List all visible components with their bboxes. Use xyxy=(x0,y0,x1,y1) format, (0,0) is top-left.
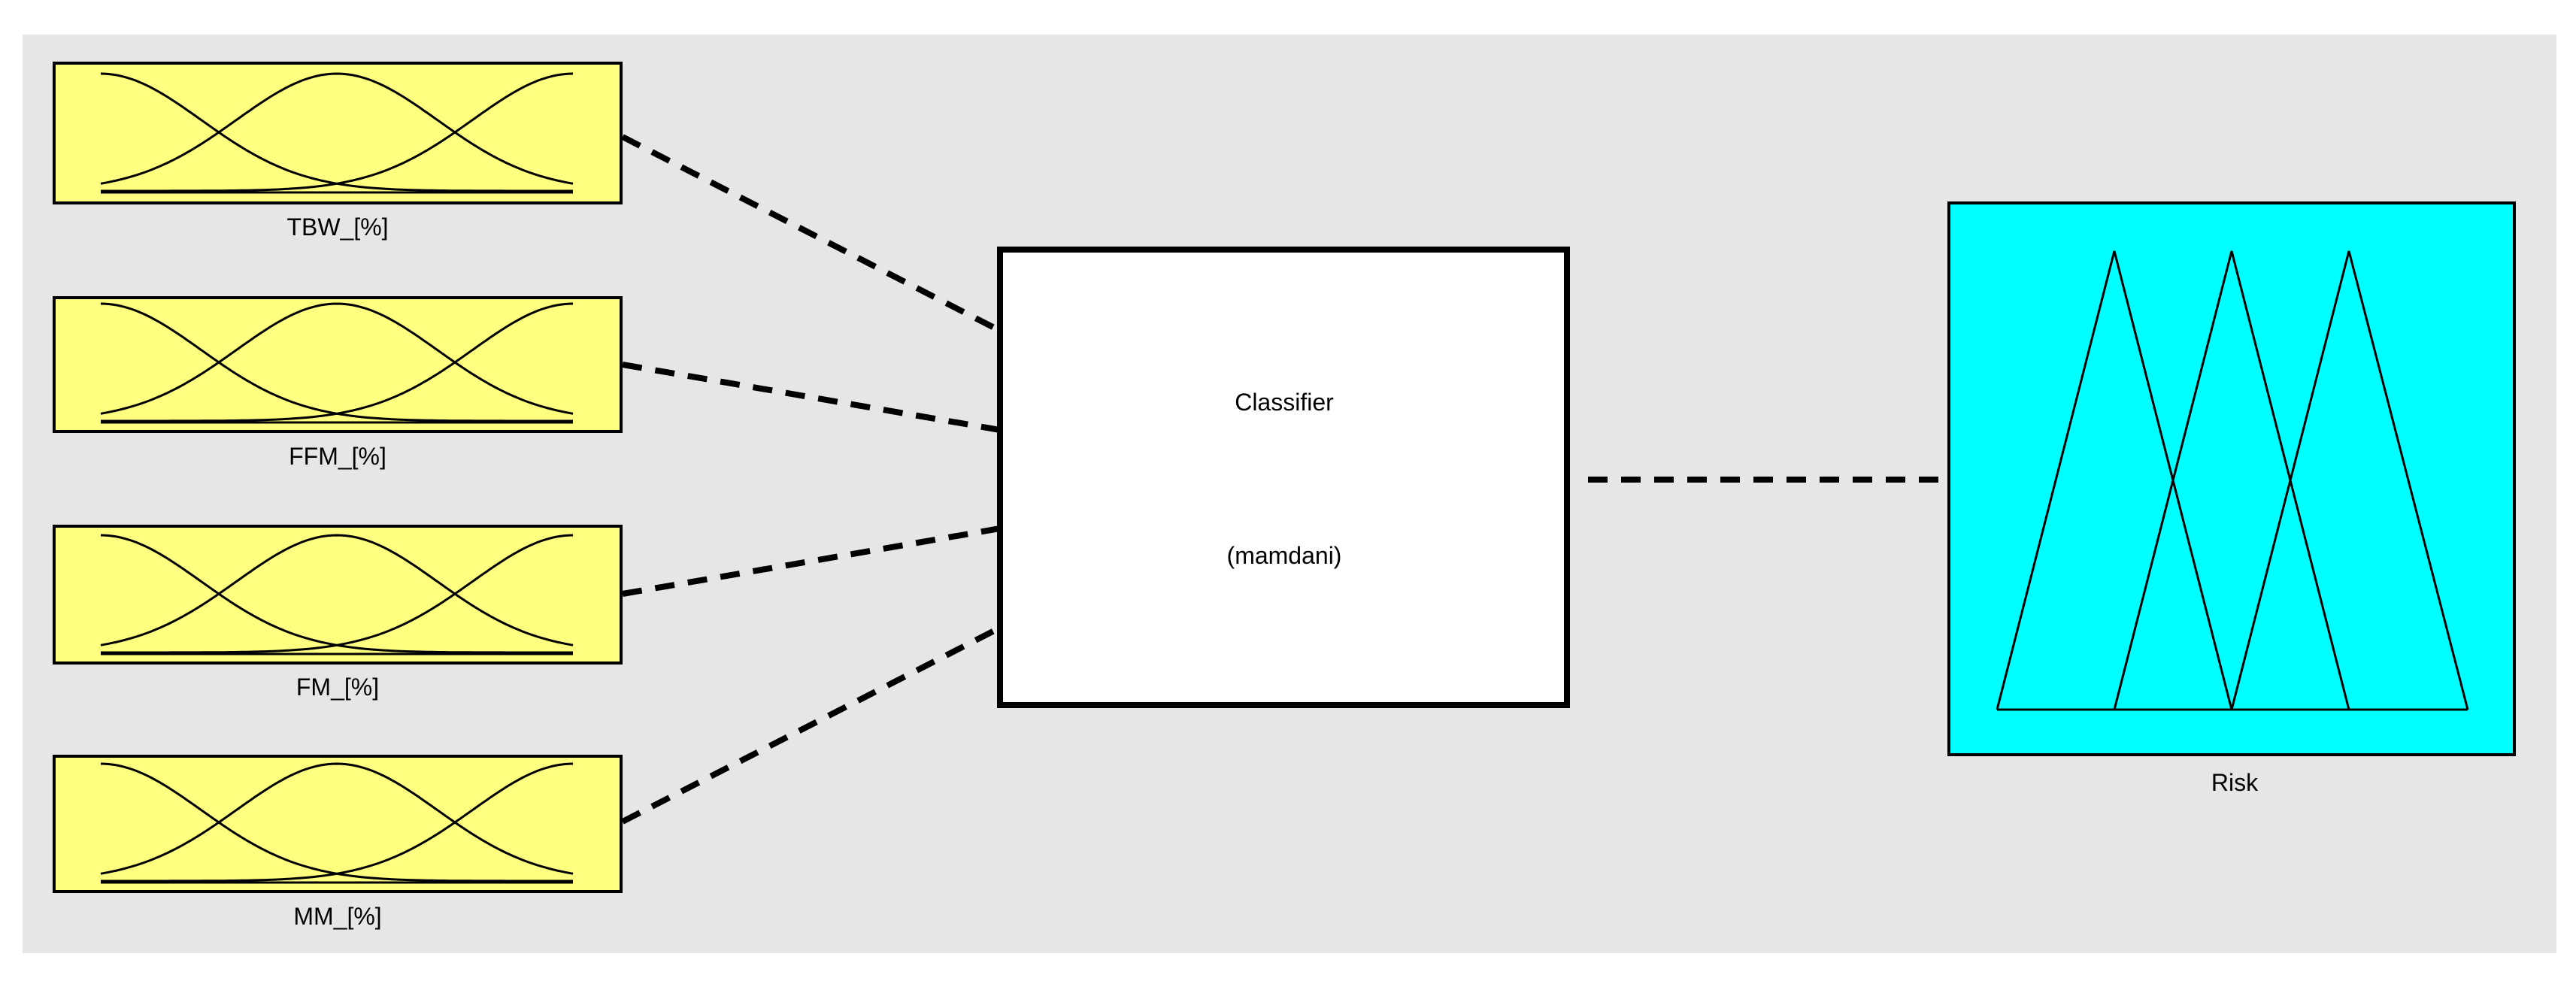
system-box xyxy=(997,247,1570,708)
output-membership-triangles xyxy=(1996,250,2469,711)
input-box xyxy=(53,755,623,893)
input-label: FFM_[%] xyxy=(289,443,386,470)
connector-input-3 xyxy=(622,525,1001,597)
input-block-1[interactable]: TBW_[%] xyxy=(53,62,623,241)
connector-input-4 xyxy=(621,625,1002,825)
output-box xyxy=(1947,201,2516,756)
input-box xyxy=(53,62,623,204)
membership-curve-2 xyxy=(100,762,574,875)
input-box xyxy=(53,525,623,665)
output-triangle-3 xyxy=(2230,250,2469,710)
membership-curves xyxy=(100,72,574,194)
input-box xyxy=(53,296,623,433)
system-name: Classifier xyxy=(1235,389,1334,416)
membership-curve-2 xyxy=(100,72,574,185)
membership-curve-3 xyxy=(101,762,574,883)
connector-input-1 xyxy=(621,134,1002,334)
input-label: FM_[%] xyxy=(296,674,379,701)
output-triangle-2 xyxy=(2113,250,2350,710)
membership-curves xyxy=(100,302,574,424)
system-type: (mamdani) xyxy=(1227,542,1342,569)
input-connectors xyxy=(621,134,1002,825)
membership-curve-2 xyxy=(100,534,574,646)
membership-curve-3 xyxy=(101,72,574,192)
input-block-2[interactable]: FFM_[%] xyxy=(53,296,623,470)
output-label: Risk xyxy=(2211,769,2259,796)
system-block[interactable]: Classifier (mamdani) xyxy=(997,247,1570,708)
membership-curve-3 xyxy=(101,302,574,422)
membership-curve-2 xyxy=(100,302,574,415)
input-block-3[interactable]: FM_[%] xyxy=(53,525,623,701)
membership-curves xyxy=(100,534,574,655)
input-label: MM_[%] xyxy=(293,903,381,930)
membership-curves xyxy=(100,762,574,884)
output-triangle-1 xyxy=(1996,250,2233,710)
membership-curve-3 xyxy=(101,534,574,654)
connector-input-2 xyxy=(622,362,1001,433)
output-block[interactable]: Risk xyxy=(1947,201,2516,796)
input-block-4[interactable]: MM_[%] xyxy=(53,755,623,930)
input-label: TBW_[%] xyxy=(286,213,388,241)
